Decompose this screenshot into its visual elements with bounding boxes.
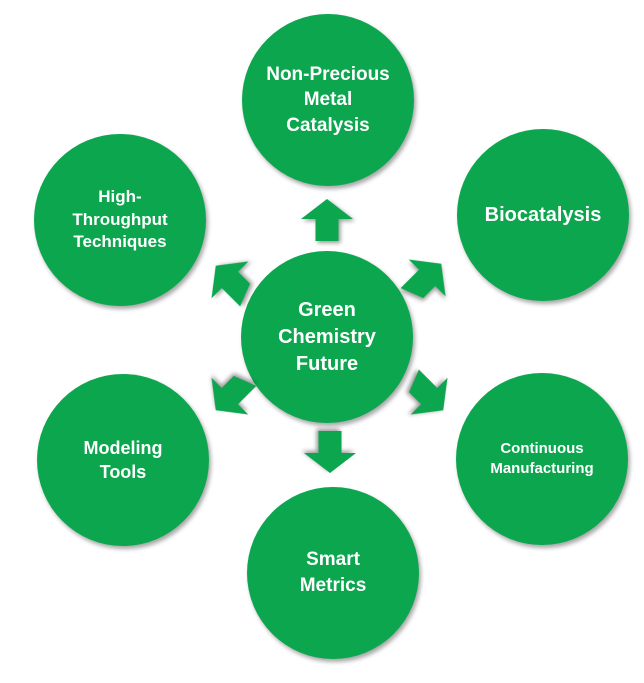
block-arrow-up-left-icon xyxy=(197,247,266,316)
block-arrow-down-right-icon xyxy=(392,359,461,428)
node-green-chemistry-future: Green Chemistry Future xyxy=(241,251,413,423)
node-label-modeling-tools: Modeling Tools xyxy=(83,437,163,482)
node-label-smart-metrics: Smart Metrics xyxy=(299,549,367,596)
node-continuous-manufacturing: Continuous Manufacturing xyxy=(456,373,628,545)
node-smart-metrics: Smart Metrics xyxy=(247,487,419,659)
block-arrow-up-icon xyxy=(301,199,353,241)
node-modeling-tools: Modeling Tools xyxy=(37,374,209,546)
node-label-high-throughput-techniques: High- Throughput Techniques xyxy=(72,186,168,252)
node-label-non-precious-metal-catalysis: Non-Precious Metal Catalysis xyxy=(266,63,390,136)
node-biocatalysis: Biocatalysis xyxy=(457,129,629,301)
block-arrow-down-icon xyxy=(304,431,356,473)
node-high-throughput-techniques: High- Throughput Techniques xyxy=(34,134,206,306)
block-arrow-down-left-icon xyxy=(197,359,266,428)
node-label-biocatalysis: Biocatalysis xyxy=(484,203,602,226)
node-label-green-chemistry-future: Green Chemistry Future xyxy=(278,298,376,375)
node-label-continuous-manufacturing: Continuous Manufacturing xyxy=(490,439,594,477)
block-arrow-up-right-icon xyxy=(390,245,459,314)
node-non-precious-metal-catalysis: Non-Precious Metal Catalysis xyxy=(242,14,414,186)
